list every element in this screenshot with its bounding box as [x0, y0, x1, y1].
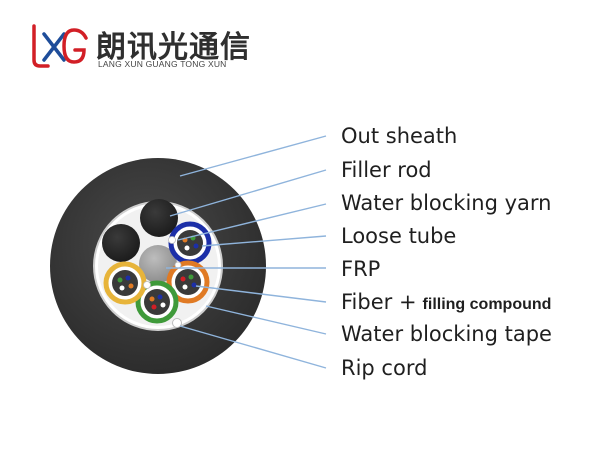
label-out-sheath: Out sheath	[341, 124, 458, 148]
loose-tube-orange	[166, 260, 210, 304]
label-frp: FRP	[341, 257, 381, 281]
leader-line-out-sheath	[179, 135, 327, 177]
leader-line-water-blocking-yarn	[177, 203, 327, 241]
water-blocking-yarn	[168, 236, 176, 244]
loose-tube-green	[135, 280, 179, 324]
filler-rod	[102, 224, 140, 262]
label-filler-rod: Filler rod	[341, 158, 432, 182]
label-water-blocking-tape: Water blocking tape	[341, 322, 552, 346]
leader-line-loose-tube	[201, 235, 327, 247]
leader-line-rip-cord	[179, 325, 327, 369]
frp-center	[139, 245, 177, 283]
leader-line-fiber	[195, 285, 327, 303]
label-loose-tube: Loose tube	[341, 224, 457, 248]
filler-rod	[140, 199, 178, 237]
water-blocking-yarn	[174, 261, 182, 269]
leader-lines	[166, 135, 327, 369]
loose-tube-blue	[168, 221, 212, 265]
leader-line-water-blocking-tape	[205, 305, 327, 335]
water-blocking-yarn	[143, 281, 151, 289]
loose-tube-yellow	[103, 261, 147, 305]
label-rip-cord: Rip cord	[341, 356, 428, 380]
leader-line-filler-rod	[169, 169, 327, 217]
rip-cord	[172, 318, 182, 328]
logo-mark-icon	[32, 24, 88, 68]
brand-name-en: LANG XUN GUANG TONG XUN	[98, 59, 227, 69]
label-filling-compound: filling compound	[422, 296, 552, 313]
label-water-blocking-yarn: Water blocking yarn	[341, 191, 552, 215]
brand-name-cn: 朗讯光通信	[96, 30, 251, 65]
label-fiber-filling-compound: Fiber +filling compound	[341, 290, 552, 314]
brand-logo: 朗讯光通信 LANG XUN GUANG TONG XUN	[28, 20, 328, 76]
